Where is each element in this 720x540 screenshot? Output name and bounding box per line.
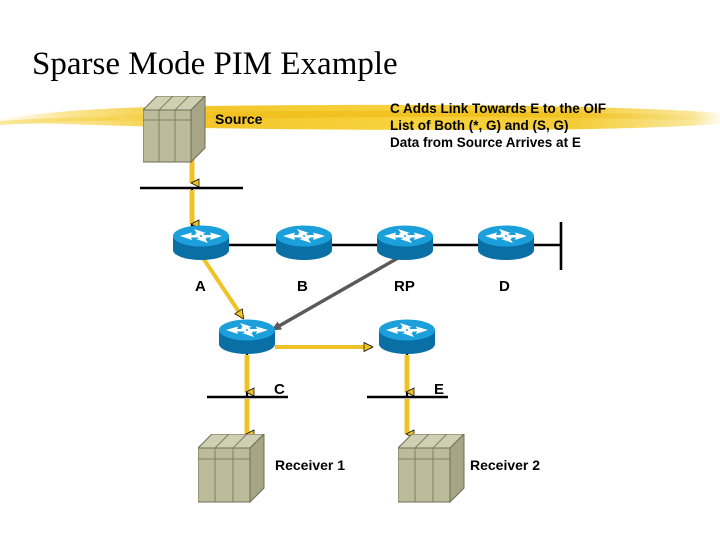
host-source[interactable] bbox=[143, 96, 207, 166]
annotation-line-3: Data from Source Arrives at E bbox=[390, 135, 581, 150]
host-receiver2[interactable] bbox=[398, 434, 466, 506]
flow-a-to-c bbox=[201, 256, 245, 320]
router-a-label: A bbox=[195, 278, 206, 295]
router-b-label: B bbox=[297, 278, 308, 295]
router-rp-label: RP bbox=[394, 278, 415, 295]
join-rp-to-c bbox=[271, 256, 399, 332]
page-title: Sparse Mode PIM Example bbox=[32, 46, 398, 82]
router-b[interactable] bbox=[275, 224, 333, 262]
router-a[interactable] bbox=[172, 224, 230, 262]
router-c[interactable] bbox=[218, 318, 276, 356]
host-receiver1-label: Receiver 1 bbox=[275, 457, 346, 473]
host-receiver1[interactable] bbox=[198, 434, 266, 506]
router-e[interactable] bbox=[378, 318, 436, 356]
router-d[interactable] bbox=[477, 224, 535, 262]
annotation-line-1: C Adds Link Towards E to the OIF bbox=[390, 101, 607, 116]
host-source-label: Source bbox=[215, 111, 263, 127]
router-e-label: E bbox=[434, 381, 445, 398]
annotation-text: C Adds Link Towards E to the OIF List of… bbox=[390, 100, 606, 151]
router-rp[interactable] bbox=[376, 224, 434, 262]
annotation-line-2: List of Both (*, G) and (S, G) bbox=[390, 118, 569, 133]
router-d-label: D bbox=[499, 278, 510, 295]
router-c-label: C bbox=[274, 381, 285, 398]
host-receiver2-label: Receiver 2 bbox=[470, 457, 541, 473]
